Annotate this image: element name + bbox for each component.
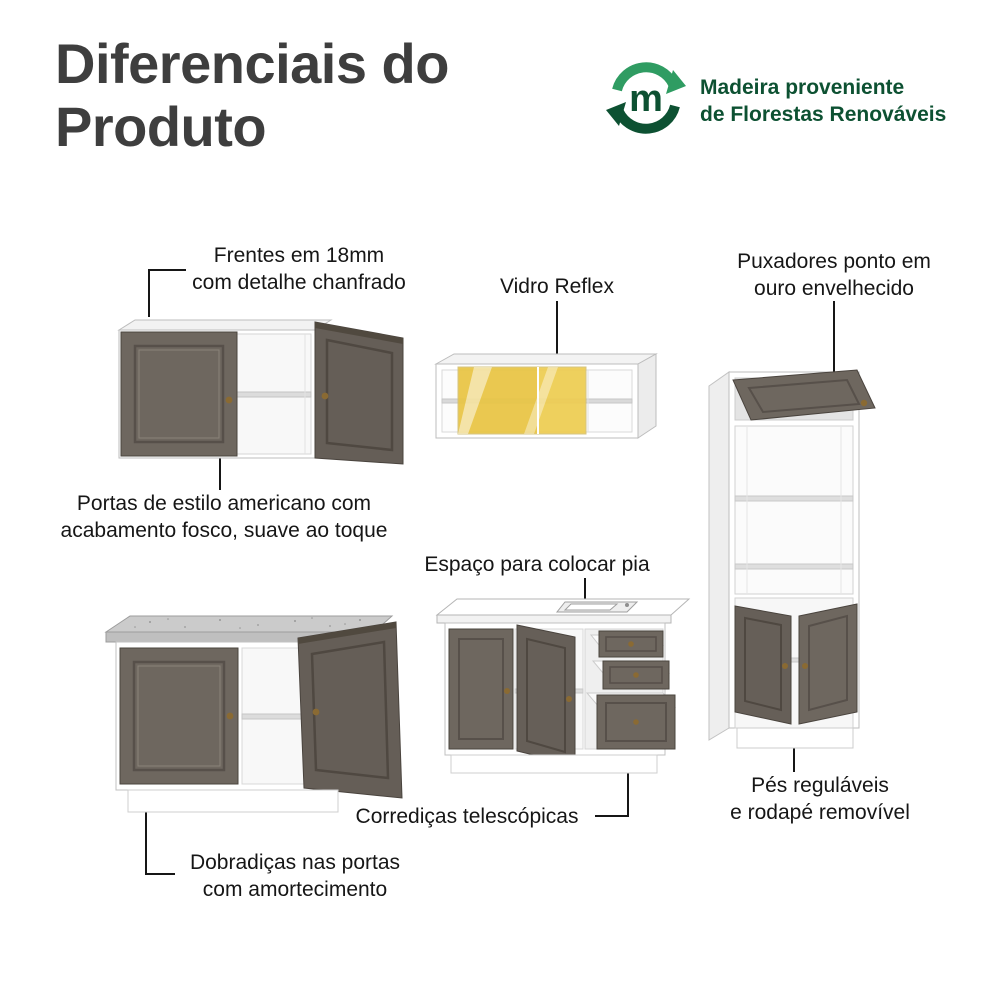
callout-handles: Puxadores ponto em ouro envelhecido <box>737 250 931 300</box>
callout-drawer-slides: Corrediças telescópicas <box>355 805 579 828</box>
page-title: Diferenciais do Produto <box>55 32 449 158</box>
recycle-arrowhead-right <box>666 70 686 94</box>
connector-glass-v <box>556 301 558 387</box>
door-knob <box>802 663 808 669</box>
shelf <box>236 391 312 398</box>
logo-letter: m <box>629 78 663 120</box>
drawer-knob <box>633 672 639 678</box>
cabinet-side <box>708 371 730 741</box>
recycle-arrow-top <box>612 62 678 92</box>
bottom-right-door <box>798 603 858 725</box>
tall-cabinet-illustration <box>708 369 876 749</box>
open-door <box>314 321 404 465</box>
open-door <box>297 621 403 799</box>
bottom-left-door <box>734 605 792 725</box>
cabinet-top <box>434 353 658 365</box>
callout-doors-finish: Portas de estilo americano com acabament… <box>60 492 388 542</box>
sink-cabinet-illustration <box>435 598 691 774</box>
connector-feet-v <box>793 741 795 772</box>
connector-hinges-h <box>145 873 175 875</box>
shelf <box>734 495 854 502</box>
plinth <box>450 754 658 774</box>
door-knob <box>312 708 320 716</box>
flap-door <box>732 369 876 421</box>
eco-badge-text: Madeira proveniente de Florestas Renováv… <box>700 76 947 127</box>
shelf <box>734 563 854 570</box>
callout-glass: Vidro Reflex <box>499 275 614 298</box>
cabinet-side <box>637 353 657 439</box>
door-knob <box>504 688 510 694</box>
recycle-arrowhead-left <box>606 102 626 126</box>
closed-door <box>119 647 239 785</box>
connector-sink-space-v <box>584 578 586 607</box>
callout-front-panels: Frentes em 18mm com detalhe chanfrado <box>192 244 406 294</box>
connector-handles-v <box>833 301 835 393</box>
cabinet-interior <box>236 333 312 455</box>
door-knob <box>782 663 788 669</box>
drawer-knob <box>628 641 634 647</box>
cabinet-top <box>117 319 333 331</box>
base-cabinet-illustration <box>104 615 403 813</box>
closed-door <box>448 628 514 750</box>
plinth <box>127 789 339 813</box>
callout-hinges: Dobradiças nas portas com amortecimento <box>189 851 401 901</box>
door-knob <box>226 712 234 720</box>
callout-sink-space: Espaço para colocar pia <box>424 553 650 576</box>
plinth <box>736 727 854 749</box>
door-knob <box>566 696 572 702</box>
recycle-arrow-bottom <box>614 104 680 134</box>
closed-door <box>120 331 238 457</box>
reflex-glass-doors <box>457 366 587 435</box>
connector-doors-finish-v <box>219 433 221 490</box>
wall-cabinet-illustration <box>117 319 404 465</box>
callout-feet: Pés reguláveis e rodapé removível <box>730 774 910 824</box>
glass-cabinet-illustration <box>434 353 658 439</box>
door-knob <box>321 392 329 400</box>
door-knob <box>860 399 868 407</box>
open-door <box>516 624 576 766</box>
connector-front-panels-h <box>148 269 186 271</box>
connector-hinges-v <box>145 791 147 875</box>
door-knob <box>225 396 233 404</box>
connector-drawer-slides-v <box>627 752 629 817</box>
oven-niche <box>734 425 854 595</box>
drawer-knob <box>633 719 639 725</box>
drawer-stack <box>584 628 677 750</box>
connector-front-panels-v <box>148 269 150 317</box>
countertop-with-sink <box>435 598 691 624</box>
faucet-hole <box>625 603 629 607</box>
connector-drawer-slides-h <box>595 815 629 817</box>
recycle-logo-icon: m <box>606 62 686 134</box>
